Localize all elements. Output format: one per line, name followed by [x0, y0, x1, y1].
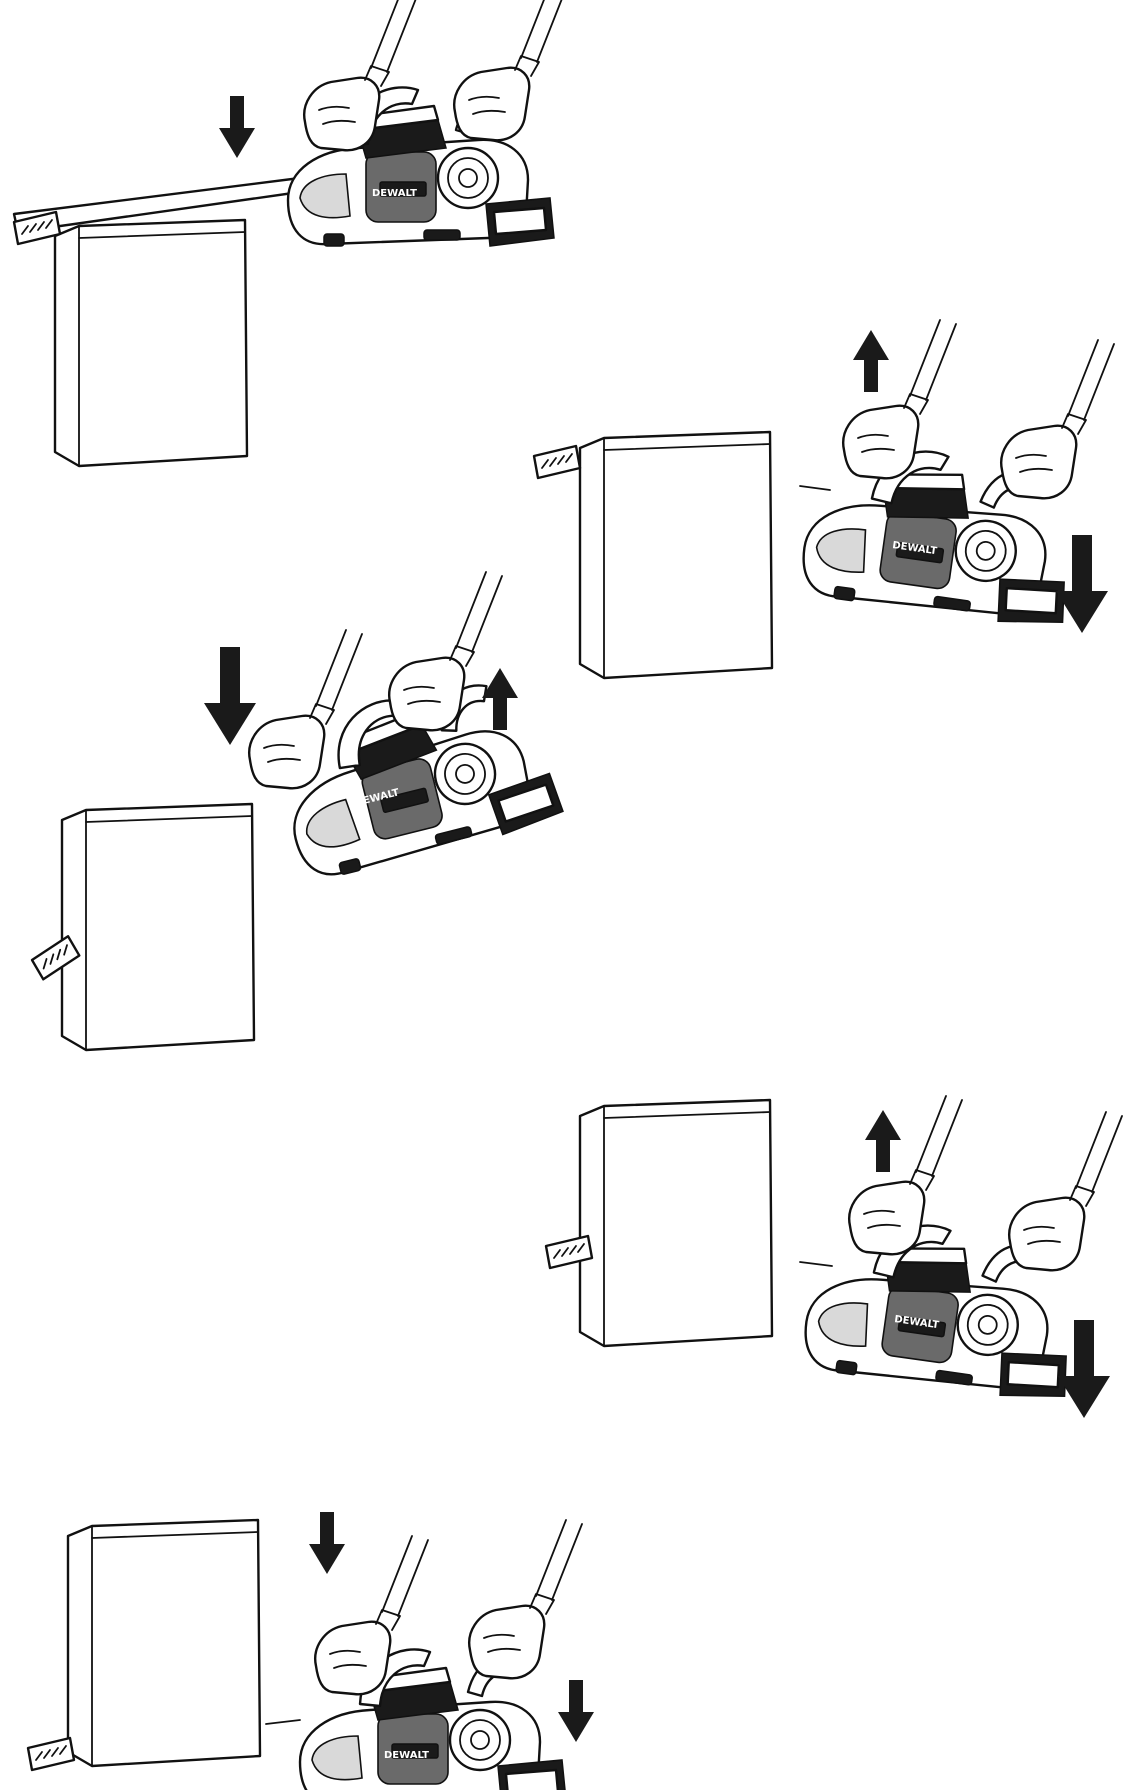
step-1-initial-cut: DEWALT	[12, 0, 569, 468]
step-2-tilt-back: DEWALT	[532, 318, 1116, 680]
step-4-tilt-back: DEWALT	[544, 1094, 1124, 1418]
step-4-arrow-up	[865, 1110, 901, 1172]
step-2-arrow-up	[853, 330, 889, 392]
step-5-arrow-down-left	[309, 1512, 345, 1574]
step-5-finish-cut: DEWALT	[26, 1512, 594, 1790]
step-3-arrow-up	[482, 668, 518, 730]
step-5-arrow-down-right	[558, 1680, 594, 1742]
step-3-arrow-down	[204, 647, 256, 745]
step-1-brand-label: DEWALT	[372, 188, 417, 199]
step-5-brand-label: DEWALT	[384, 1750, 429, 1761]
step-1-arrow-down	[219, 96, 255, 158]
step-3-tilt-forward: DEWALT	[27, 570, 567, 1052]
